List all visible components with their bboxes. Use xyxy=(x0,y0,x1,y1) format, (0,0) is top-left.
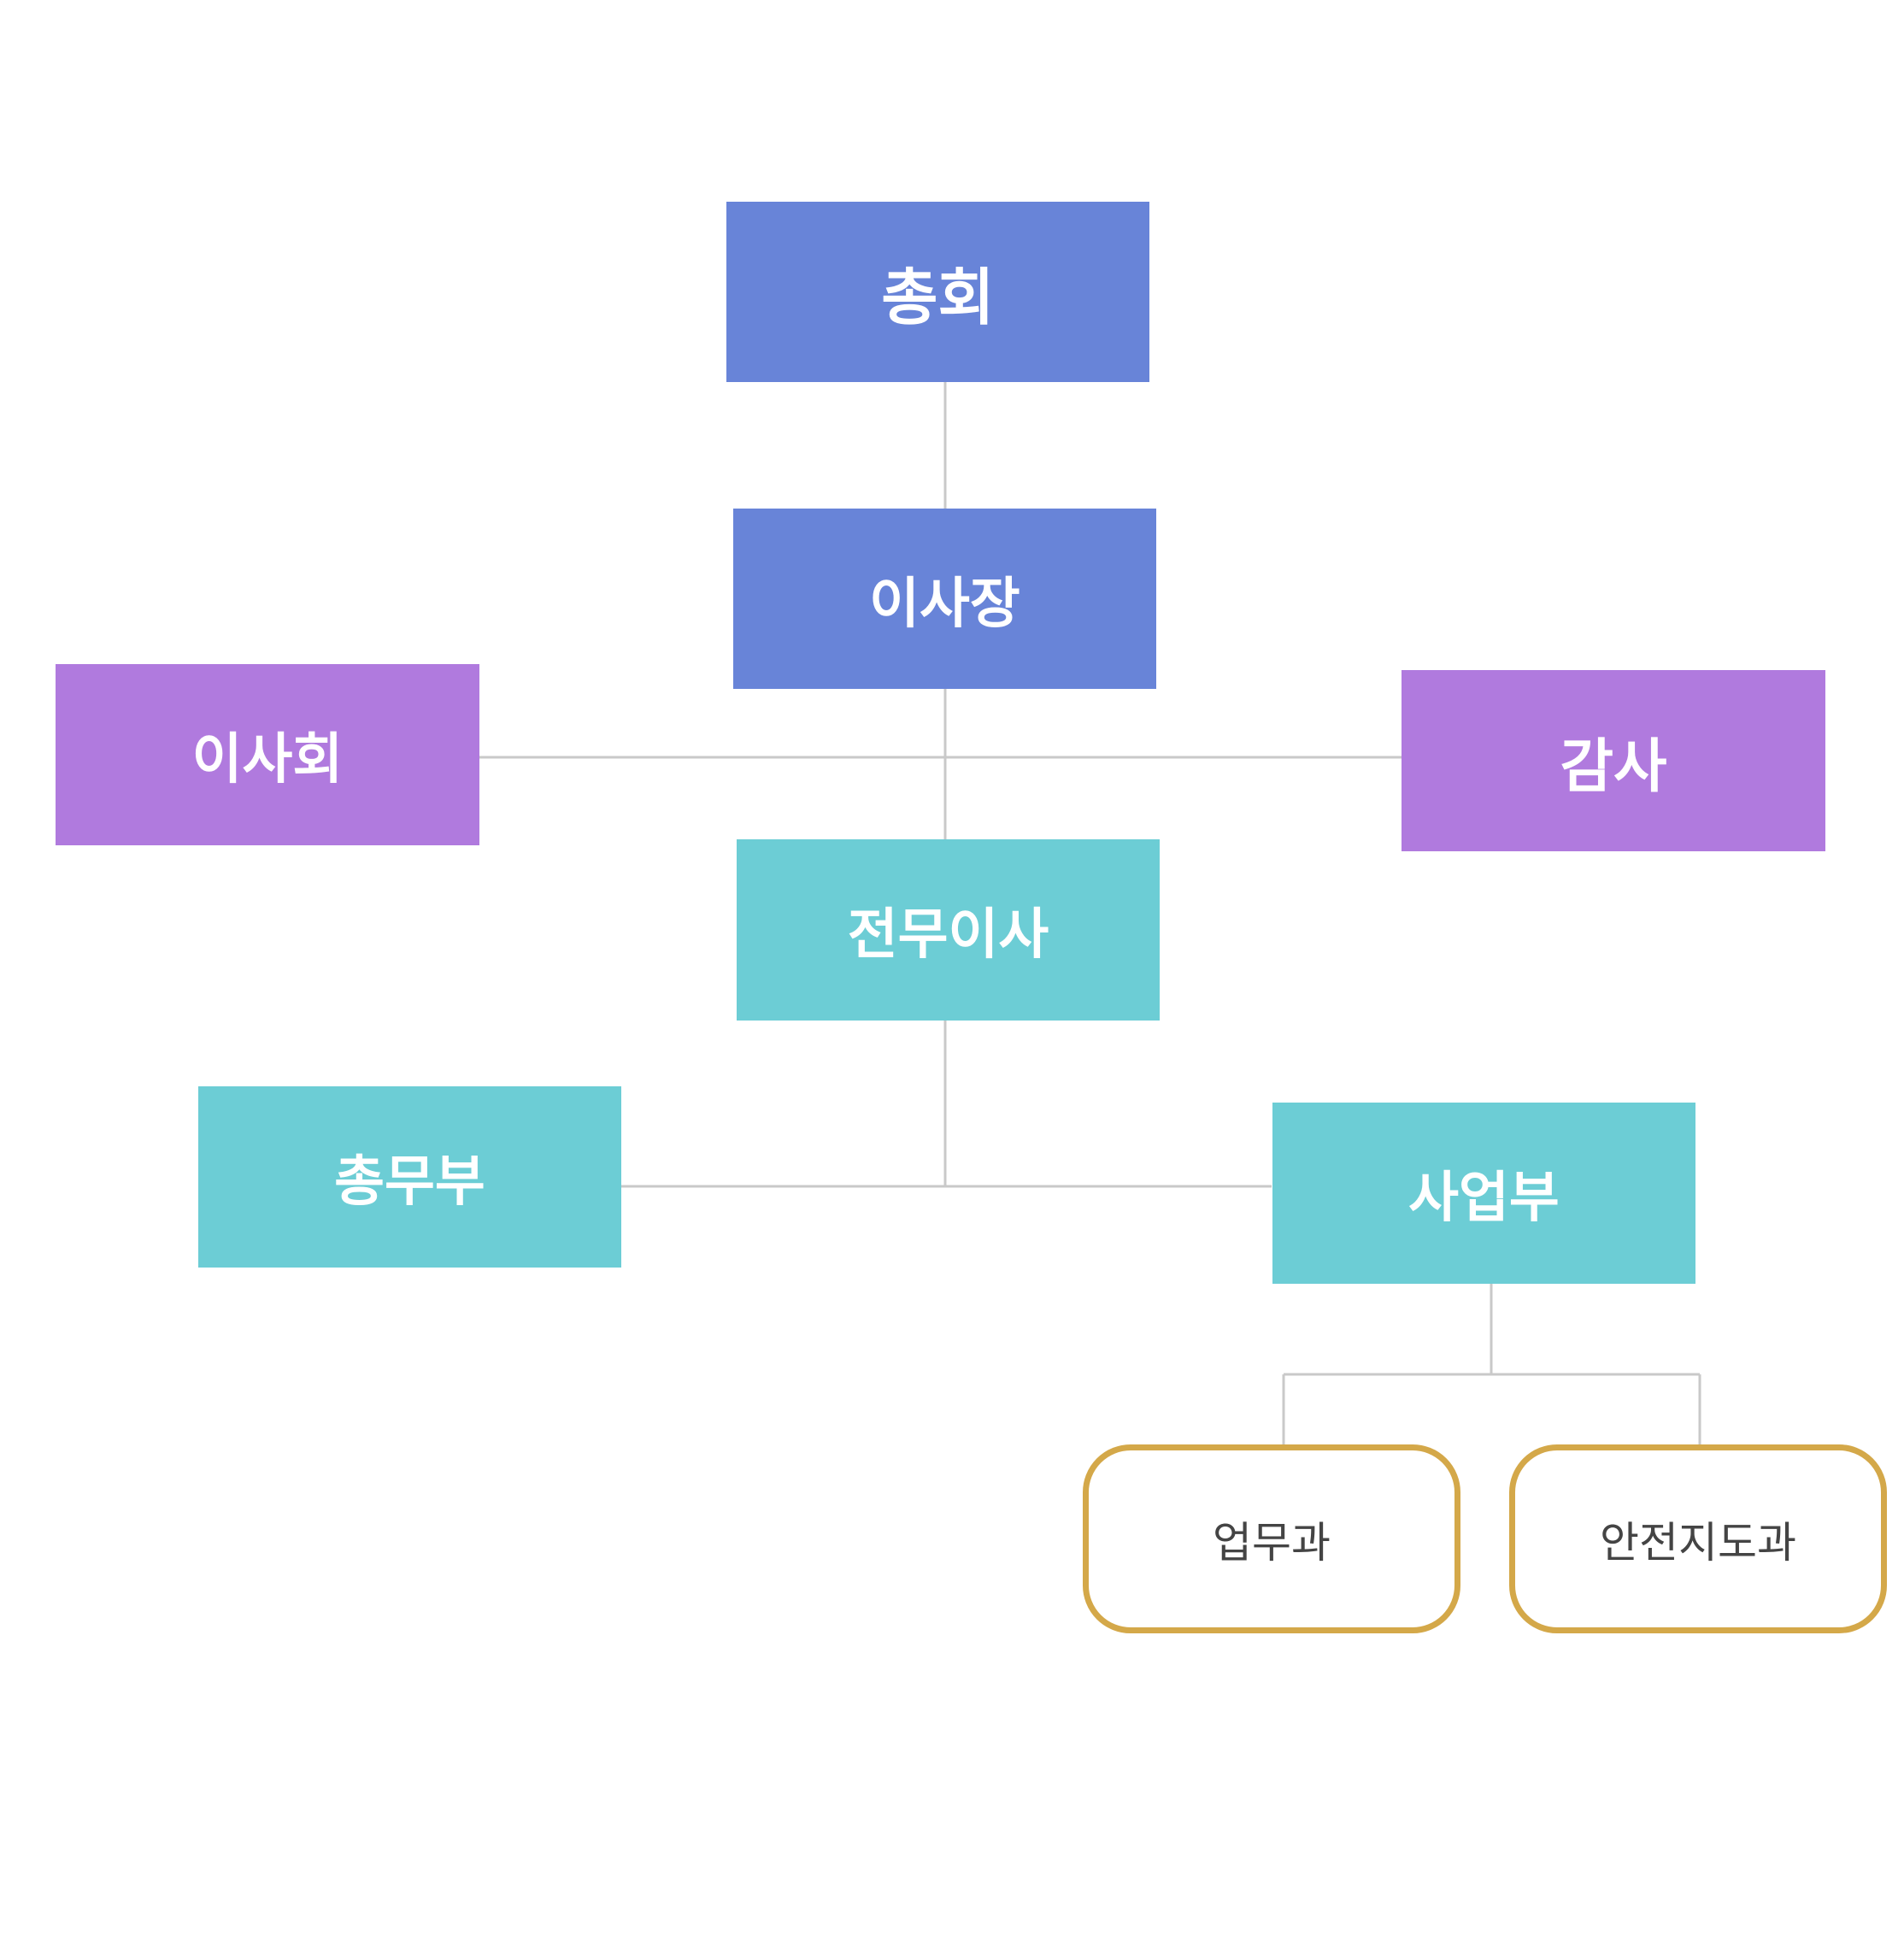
node-board: 이사회 xyxy=(56,664,479,845)
node-general-affairs: 총무부 xyxy=(198,1086,621,1268)
node-audit-label: 감사 xyxy=(1560,732,1667,801)
node-general-meeting-label: 총회 xyxy=(881,262,995,333)
node-managing-director-label: 전무이사 xyxy=(847,903,1049,967)
node-operations-section: 업무과 xyxy=(1083,1444,1460,1633)
node-chairman-label: 이사장 xyxy=(869,572,1020,636)
node-chairman: 이사장 xyxy=(733,509,1156,689)
node-business: 사업부 xyxy=(1272,1103,1695,1284)
node-general-affairs-label: 총무부 xyxy=(334,1150,485,1214)
node-audit: 감사 xyxy=(1402,670,1825,851)
node-board-label: 이사회 xyxy=(191,728,344,791)
node-safety-section-label: 안전지도과 xyxy=(1600,1517,1796,1568)
node-general-meeting: 총회 xyxy=(726,202,1149,382)
node-managing-director: 전무이사 xyxy=(737,839,1160,1021)
node-business-label: 사업부 xyxy=(1408,1167,1560,1230)
node-operations-section-label: 업무과 xyxy=(1213,1517,1331,1568)
node-safety-section: 안전지도과 xyxy=(1509,1444,1887,1633)
